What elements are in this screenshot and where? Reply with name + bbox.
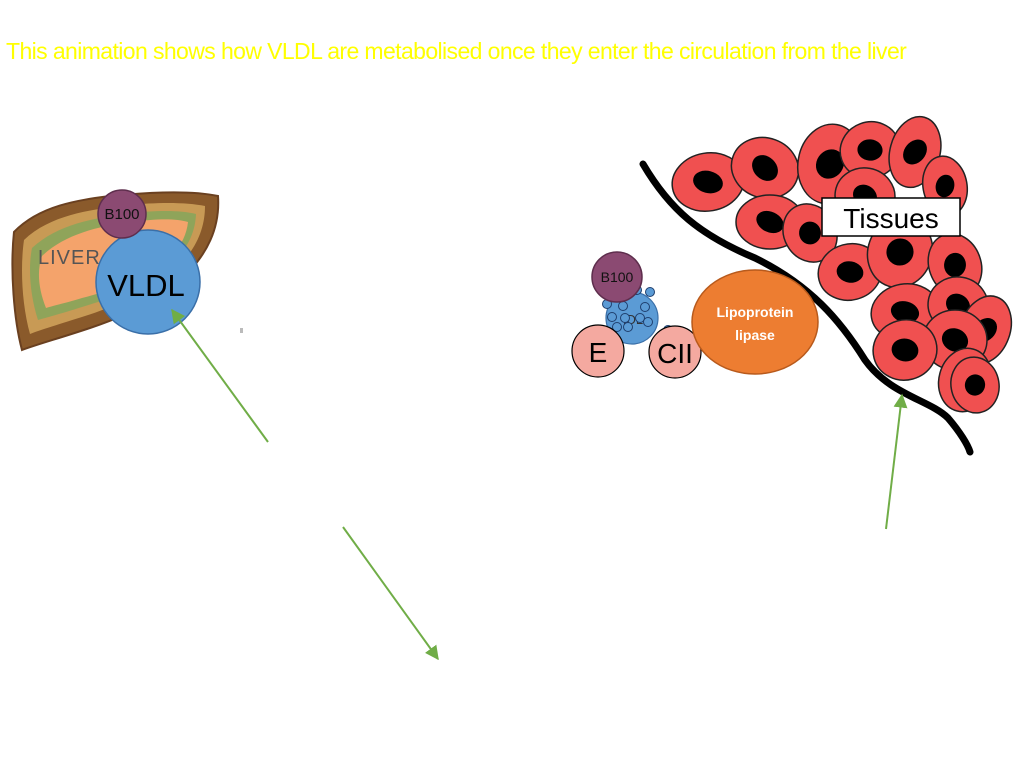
vldl-particle: B100 VLDL [95,189,201,335]
lipid-droplet [620,313,630,323]
arrow-down [342,526,439,661]
arrow-to-tissues [885,393,908,530]
apo-b100-vldl [97,189,147,239]
liver-label: LIVER [38,247,101,269]
tissue-cells [671,115,1013,414]
idl-apo-label: B100 [601,269,634,285]
tissues-label-box: Tissues [821,197,961,237]
apo-e [571,324,625,378]
lipid-droplet [635,313,645,323]
page-title: This animation shows how VLDL are metabo… [6,38,907,64]
red-blood-cell-icon [872,319,938,381]
lipid-droplet [607,312,617,322]
apo-cii-label: CII [657,338,693,369]
idl-particle: IDL B100 E CII [571,251,702,379]
red-blood-cell-icon [730,136,800,200]
vldl-apo-label: B100 [104,206,139,223]
lipid-droplet [645,287,655,297]
red-blood-cell-icon [671,152,745,212]
lipoprotein-lipase: Lipoprotein lipase [691,269,819,375]
speck [240,328,243,333]
vldl-body [95,229,201,335]
red-blood-cell-icon [950,356,1000,414]
arrow-icon [171,308,908,661]
lipase-label-line2: lipase [735,327,775,343]
lipid-droplet [643,317,653,327]
vldl-label: VLDL [107,268,185,303]
red-blood-cell-icon [817,242,883,302]
arrow-to-vldl [171,308,269,443]
apo-e-label: E [589,337,608,368]
apo-b100-idl [591,251,643,303]
lipid-droplet [623,322,633,332]
apo-cii [648,325,702,379]
tissue-boundary [639,160,974,456]
lipid-droplet [612,322,622,332]
lipid-droplet [618,301,628,311]
lipase-label-line1: Lipoprotein [717,304,794,320]
lipid-droplet [640,302,650,312]
tissues-label: Tissues [843,203,938,234]
